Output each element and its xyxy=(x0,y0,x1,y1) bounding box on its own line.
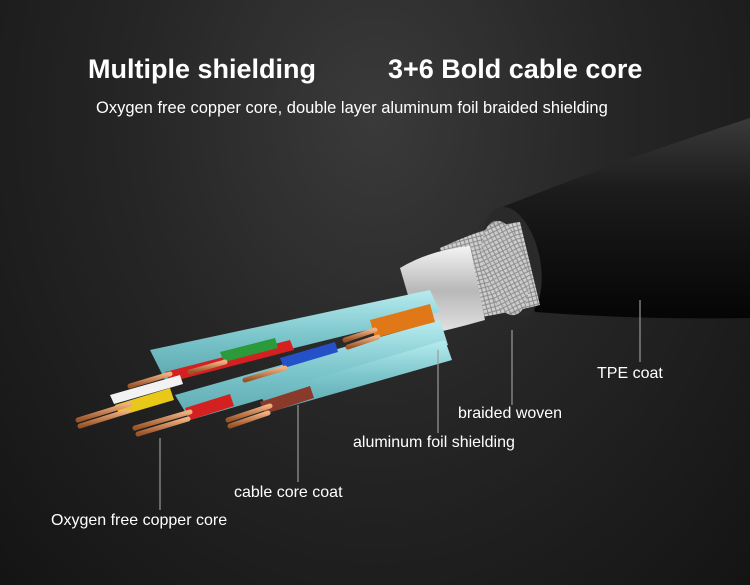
headline-right: 3+6 Bold cable core xyxy=(388,54,643,84)
callout-tpe-coat: TPE coat xyxy=(597,365,663,382)
callout-cable-core-coat: cable core coat xyxy=(234,484,343,501)
headline-left: Multiple shielding xyxy=(88,54,316,84)
callout-aluminum-foil: aluminum foil shielding xyxy=(353,434,515,451)
callout-copper-core: Oxygen free copper core xyxy=(51,512,228,529)
callout-braided-woven: braided woven xyxy=(458,405,563,422)
callout-lines xyxy=(159,300,641,510)
subtitle: Oxygen free copper core, double layer al… xyxy=(96,99,608,117)
copper-conductors xyxy=(75,327,381,437)
